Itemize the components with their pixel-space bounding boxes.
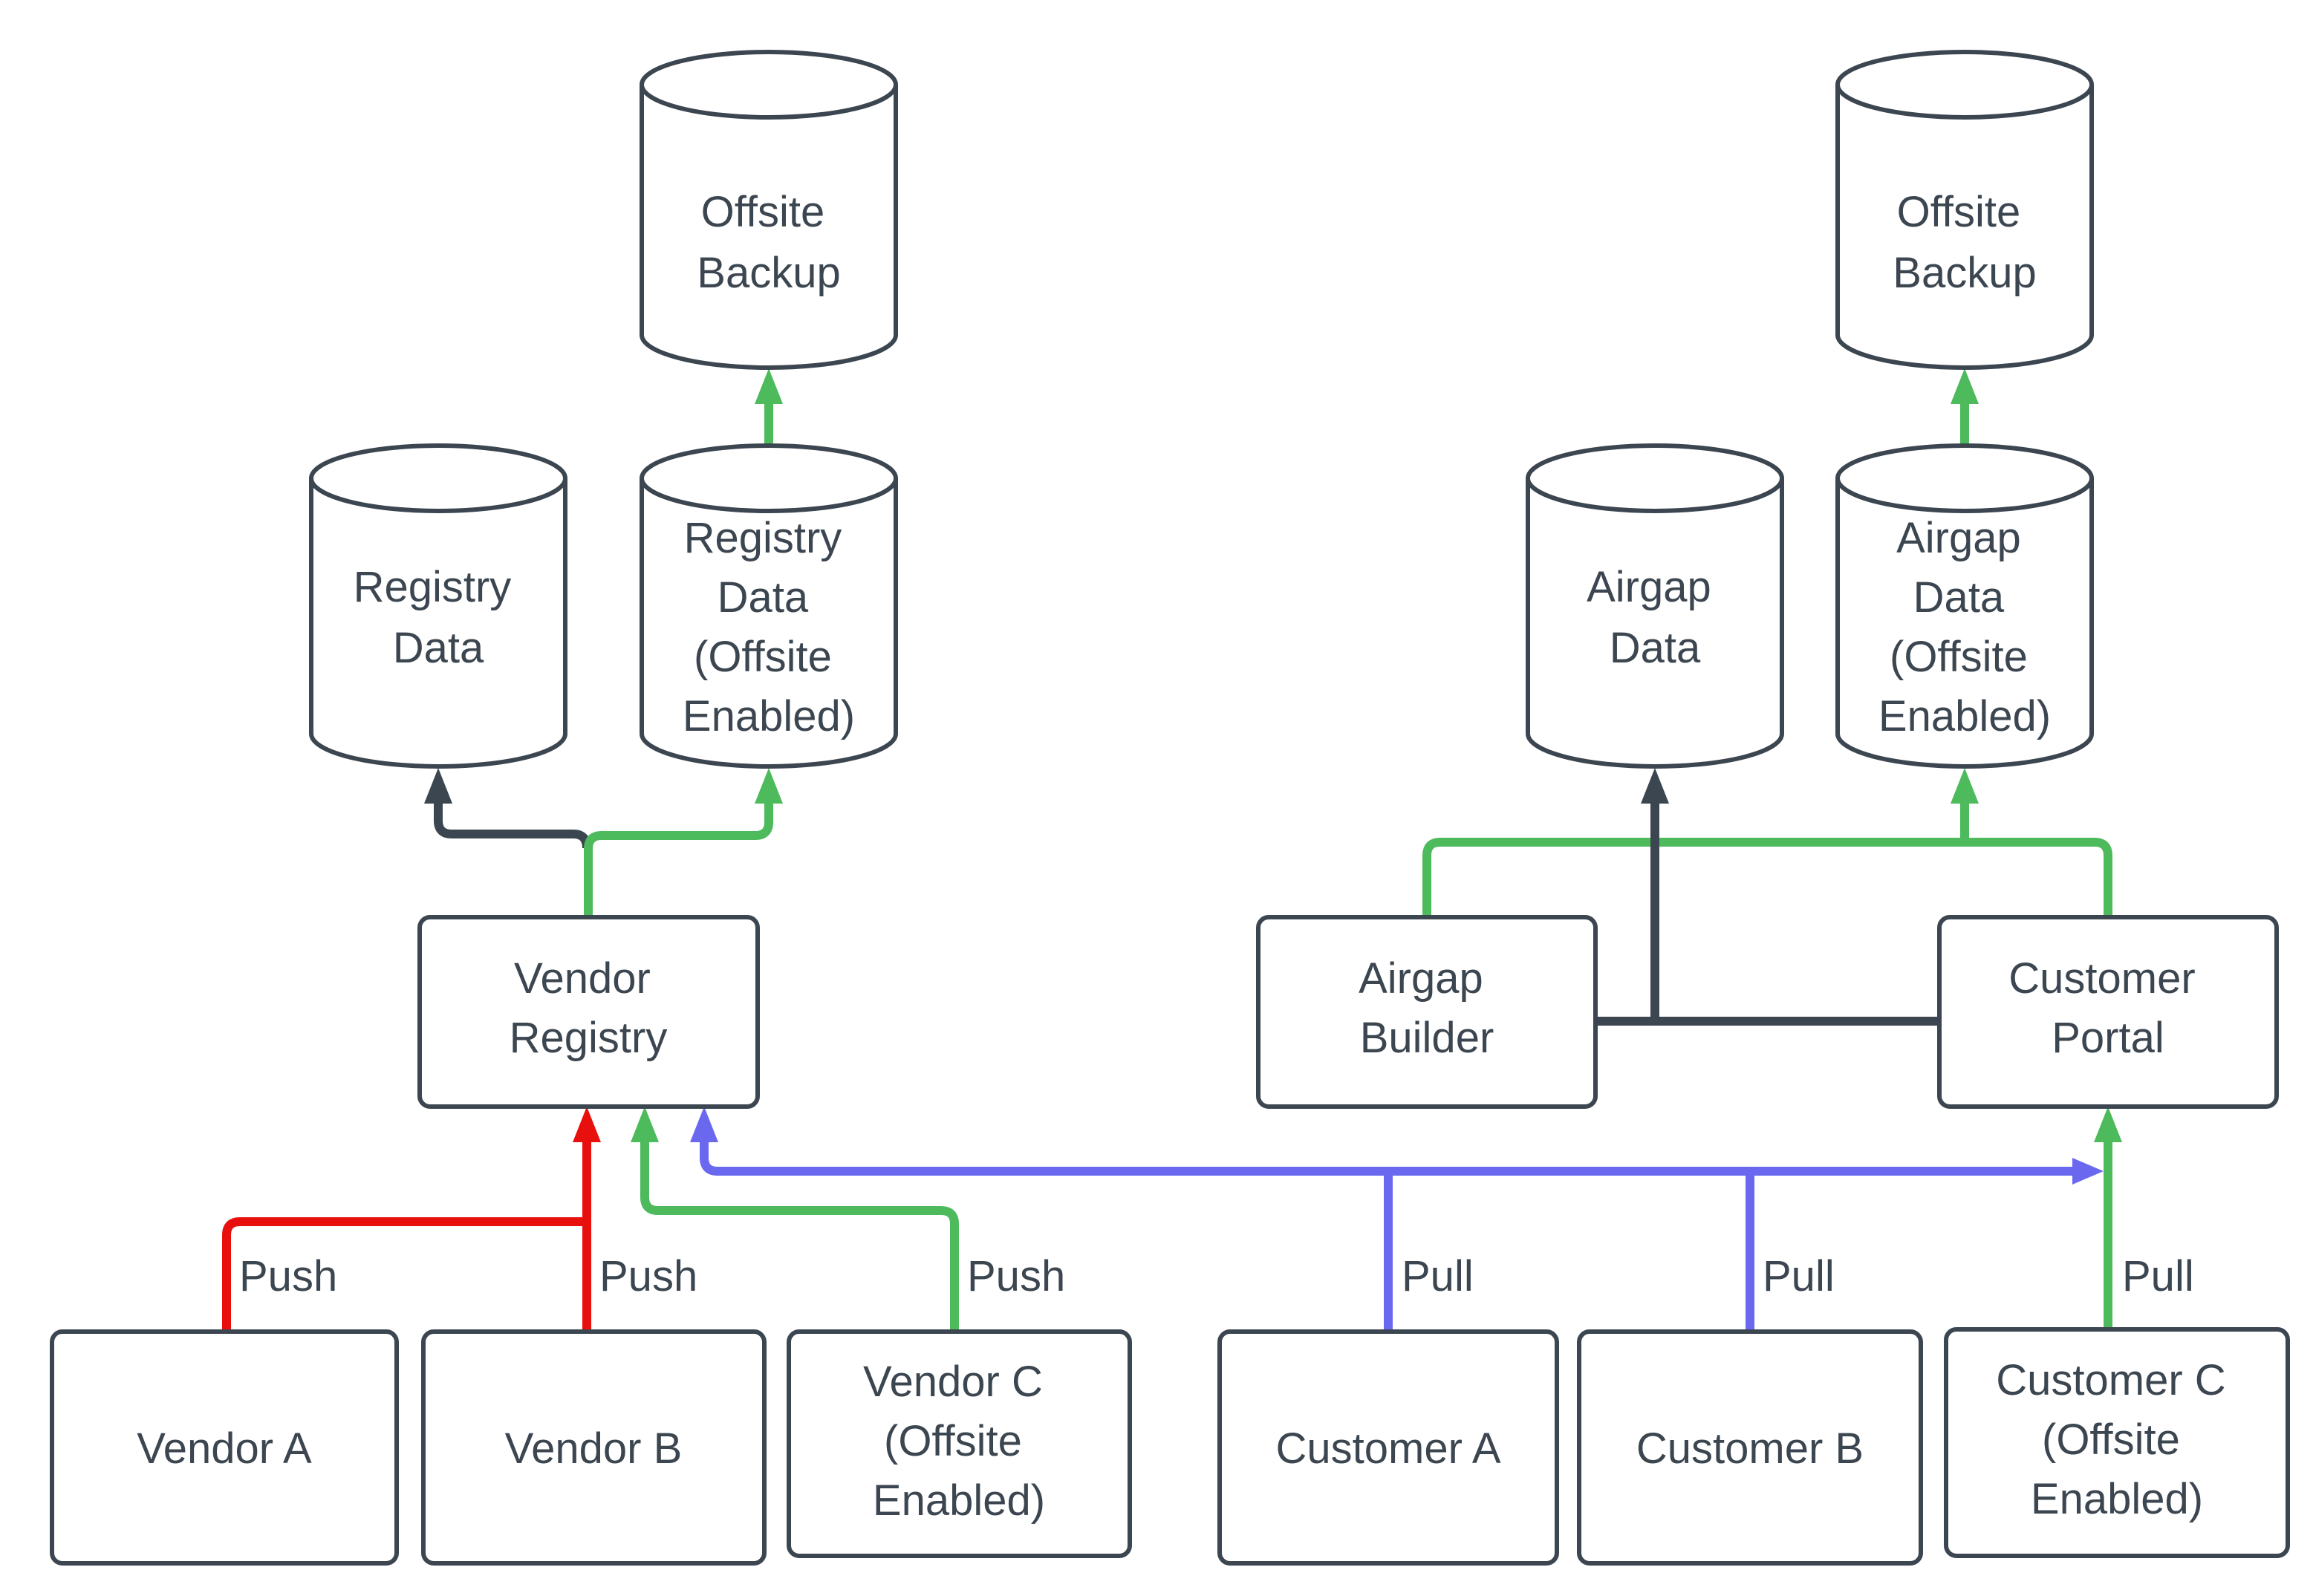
offsite-backup-left-label: Offsite Backup xyxy=(697,188,840,297)
cylinder-rim xyxy=(1526,478,1784,513)
arrowhead-green-into-offsite-backup-right xyxy=(1951,368,1979,404)
arrowhead-green-into-registry-data-offsite xyxy=(755,768,783,804)
node-customer-a: Customer A xyxy=(1217,1329,1559,1566)
node-airgap-builder: Airgap Builder xyxy=(1256,915,1598,1109)
arrowhead-green-into-airgap-data-offsite xyxy=(1951,768,1979,804)
cylinder-rim xyxy=(640,84,898,120)
edge-airgap-offsite-to-backup xyxy=(1951,368,1979,444)
airgap-data-label: Airgap Data xyxy=(1587,563,1723,672)
airgap-builder-label: Airgap Builder xyxy=(1359,954,1495,1062)
arrowhead-dark-into-airgap-data xyxy=(1641,768,1669,804)
cylinder-rim xyxy=(1835,84,2094,120)
arrowhead-blue-into-customer-c-line xyxy=(2072,1158,2104,1185)
cylinder-body xyxy=(1526,443,1784,769)
node-offsite-backup-right: Offsite Backup xyxy=(1835,50,2094,370)
box xyxy=(787,1329,1132,1558)
box xyxy=(50,1329,399,1566)
cylinder-rim xyxy=(640,478,898,513)
edge-vendor-c-push-green xyxy=(631,1107,959,1332)
arrowhead-green-into-offsite-backup-left xyxy=(755,368,783,404)
edge-builder-portal-to-airgap-offsite xyxy=(1422,768,2112,917)
box xyxy=(421,1329,767,1566)
node-airgap-data-offsite: Airgap Data (Offsite Enabled) xyxy=(1835,443,2094,769)
box xyxy=(417,915,760,1109)
edge-vendor-registry-to-registry-data-offsite xyxy=(584,768,783,917)
edge-pull-rail xyxy=(700,1139,2074,1176)
airgap-data-offsite-label: Airgap Data (Offsite Enabled) xyxy=(1878,514,2051,740)
box xyxy=(1944,1327,2290,1558)
edge-registry-offsite-to-backup xyxy=(755,368,783,444)
cylinder-rim xyxy=(1835,478,2094,513)
customer-c-label: Customer C (Offsite Enabled) xyxy=(1996,1356,2238,1523)
vendor-c-label: Vendor C (Offsite Enabled) xyxy=(863,1358,1055,1525)
cylinder-body xyxy=(309,443,567,769)
node-registry-data: Registry Data xyxy=(309,443,567,769)
cylinder-body xyxy=(1835,443,2094,769)
node-offsite-backup-left: Offsite Backup xyxy=(640,50,898,370)
node-vendor-a: Vendor A xyxy=(50,1329,399,1566)
box xyxy=(1577,1329,1923,1566)
node-customer-portal: Customer Portal xyxy=(1937,915,2279,1109)
node-registry-data-offsite: Registry Data (Offsite Enabled) xyxy=(640,443,898,769)
push-label-vendor-b: Push xyxy=(599,1252,697,1300)
cylinder-rim xyxy=(309,478,567,513)
arrowhead-red-into-vendor-registry xyxy=(573,1107,601,1142)
vendor-a-label: Vendor A xyxy=(137,1424,312,1473)
node-vendor-b: Vendor B xyxy=(421,1329,767,1566)
box xyxy=(1256,915,1598,1109)
edge-vendor-c-push xyxy=(640,1141,959,1332)
registry-data-label: Registry Data xyxy=(354,563,524,672)
arrowhead-green-into-vendor-registry xyxy=(631,1107,659,1142)
cylinder-body xyxy=(640,443,898,769)
edge-vendor-registry-to-registry-data xyxy=(424,768,591,849)
cylinder-body xyxy=(1835,50,2094,370)
pull-label-customer-b: Pull xyxy=(1763,1252,1835,1300)
node-vendor-c: Vendor C (Offsite Enabled) xyxy=(787,1329,1132,1558)
edge-registry-data-offsite-green xyxy=(584,802,773,917)
customer-b-label: Customer B xyxy=(1636,1424,1864,1473)
edge-green-rail-right xyxy=(1422,838,2112,917)
arrowhead-green-into-customer-portal xyxy=(2094,1107,2122,1142)
node-customer-c: Customer C (Offsite Enabled) xyxy=(1944,1327,2290,1558)
node-customer-b: Customer B xyxy=(1577,1329,1923,1566)
box xyxy=(1937,915,2279,1109)
pull-label-customer-a: Pull xyxy=(1402,1252,1474,1300)
cylinder-body xyxy=(640,50,898,370)
registry-data-offsite-label: Registry Data (Offsite Enabled) xyxy=(683,514,855,740)
node-vendor-registry: Vendor Registry xyxy=(417,915,760,1109)
edge-vendor-a-push xyxy=(222,1217,591,1332)
arrowhead-blue-into-vendor-registry xyxy=(690,1107,718,1142)
customer-portal-label: Customer Portal xyxy=(2008,954,2208,1062)
box xyxy=(1217,1329,1559,1566)
edge-builder-portal-airgap-dark xyxy=(1595,768,1939,1026)
arrowhead-dark-into-registry-data xyxy=(424,768,452,804)
push-label-vendor-a: Push xyxy=(239,1252,337,1300)
edge-registry-data-dark xyxy=(434,802,591,849)
edge-customer-pull-blue xyxy=(690,1107,2104,1332)
vendor-b-label: Vendor B xyxy=(505,1424,683,1473)
pull-label-customer-c: Pull xyxy=(2122,1252,2194,1300)
offsite-backup-right-label: Offsite Backup xyxy=(1893,188,2036,297)
customer-a-label: Customer A xyxy=(1276,1424,1501,1473)
vendor-registry-label: Vendor Registry xyxy=(510,954,668,1062)
node-airgap-data: Airgap Data xyxy=(1526,443,1784,769)
push-label-vendor-c: Push xyxy=(967,1252,1065,1300)
edge-vendor-push-red xyxy=(222,1107,601,1332)
edge-customer-c-pull-green xyxy=(2094,1107,2122,1329)
